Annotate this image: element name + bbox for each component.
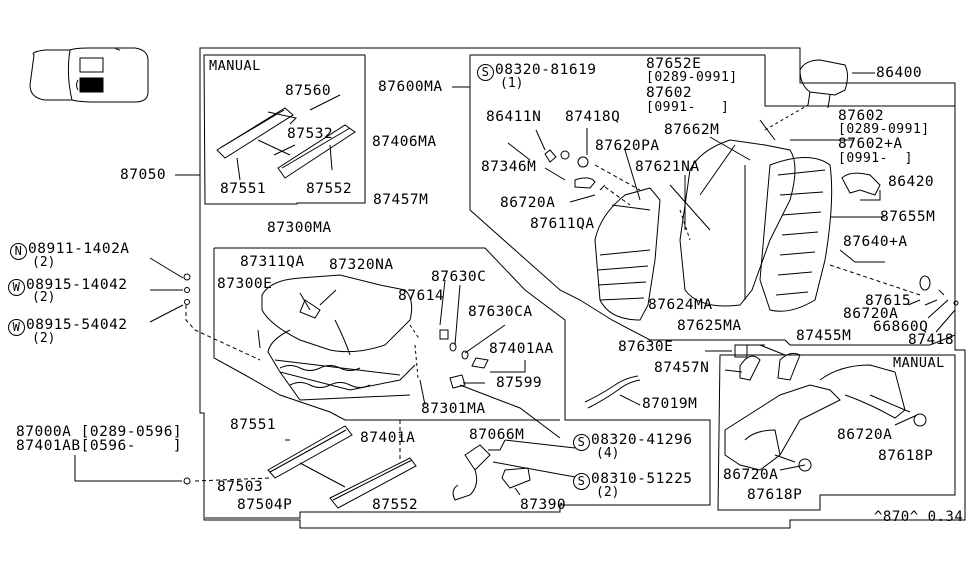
part-label-87602A[interactable]: 87602+A bbox=[838, 136, 903, 152]
washer-prefix-icon: W bbox=[8, 279, 25, 296]
part-label-87602-right[interactable]: 87602 bbox=[838, 108, 885, 124]
part-label-87655M[interactable]: 87655M bbox=[880, 209, 936, 225]
diagram-reference-code: ^870^ 0.34 bbox=[874, 509, 964, 525]
car-location-icon bbox=[29, 47, 149, 103]
part-label-86420[interactable]: 86420 bbox=[888, 174, 935, 190]
main-frame bbox=[199, 47, 966, 529]
part-label-87000A[interactable]: 87000A [0289-0596] bbox=[16, 424, 183, 440]
part-label-87401AB[interactable]: 87401AB[0596- ] bbox=[16, 438, 183, 454]
part-label-87019M[interactable]: 87019M bbox=[642, 396, 698, 412]
part-label-87401A[interactable]: 87401A bbox=[360, 430, 416, 446]
part-label-87346M[interactable]: 87346M bbox=[481, 159, 537, 175]
bottom-cushion-drawing bbox=[724, 364, 927, 472]
part-label-86720A-manual-left[interactable]: 86720A bbox=[723, 467, 779, 483]
part-label-87311QA[interactable]: 87311QA bbox=[240, 254, 305, 270]
part-label-66860Q[interactable]: 66860Q bbox=[873, 319, 929, 335]
part-range-87602-left: [0991- ] bbox=[646, 100, 730, 115]
part-label-87300MA[interactable]: 87300MA bbox=[267, 220, 332, 236]
part-label-87618P-manual-left[interactable]: 87618P bbox=[747, 487, 803, 503]
part-label-87620PA[interactable]: 87620PA bbox=[595, 138, 660, 154]
part-label-87300E[interactable]: 87300E bbox=[217, 276, 273, 292]
part-label-87615[interactable]: 87615 bbox=[865, 293, 912, 309]
part-label-87630CA[interactable]: 87630CA bbox=[468, 304, 533, 320]
part-label-87457M[interactable]: 87457M bbox=[373, 192, 429, 208]
part-label-87630C[interactable]: 87630C bbox=[431, 269, 487, 285]
fastener-qty: (2) bbox=[32, 290, 56, 305]
part-label-87625MA[interactable]: 87625MA bbox=[677, 318, 742, 334]
part-label-87551-bottom[interactable]: 87551 bbox=[230, 417, 277, 433]
manual-section-label-top: MANUAL bbox=[209, 58, 261, 74]
screw-prefix-icon: S bbox=[573, 473, 590, 490]
seat-back-drawing bbox=[594, 59, 881, 321]
washer-prefix-icon: W bbox=[8, 319, 25, 336]
part-label-87401AA[interactable]: 87401AA bbox=[489, 341, 554, 357]
part-label-87662M[interactable]: 87662M bbox=[664, 122, 720, 138]
part-label-87390[interactable]: 87390 bbox=[520, 497, 567, 513]
seat-cushion-drawing bbox=[261, 274, 416, 401]
part-label-87621NA[interactable]: 87621NA bbox=[635, 159, 700, 175]
part-label-86720A-right[interactable]: 86720A bbox=[843, 306, 899, 322]
nut-prefix-icon: N bbox=[10, 243, 27, 260]
part-label-86400[interactable]: 86400 bbox=[876, 65, 923, 81]
fastener-qty: (2) bbox=[32, 255, 56, 270]
part-label-87611QA[interactable]: 87611QA bbox=[530, 216, 595, 232]
part-label-87560[interactable]: 87560 bbox=[285, 83, 332, 99]
seat-rail-drawing-bottom bbox=[267, 425, 417, 509]
part-label-87600MA[interactable]: 87600MA bbox=[378, 79, 443, 95]
part-label-87599[interactable]: 87599 bbox=[496, 375, 543, 391]
part-range-87602A: [0991- ] bbox=[838, 151, 913, 166]
part-label-87301MA[interactable]: 87301MA bbox=[421, 401, 486, 417]
part-label-87551-top[interactable]: 87551 bbox=[220, 181, 267, 197]
part-label-87418Q[interactable]: 87418Q bbox=[565, 109, 621, 125]
part-label-87552-bottom[interactable]: 87552 bbox=[372, 497, 419, 513]
part-label-87614[interactable]: 87614 bbox=[398, 288, 445, 304]
part-label-87066M[interactable]: 87066M bbox=[469, 427, 525, 443]
part-label-87640A[interactable]: 87640+A bbox=[843, 234, 908, 250]
manual-inset-top bbox=[203, 54, 366, 205]
part-label-87050[interactable]: 87050 bbox=[120, 167, 167, 183]
part-label-87457N[interactable]: 87457N bbox=[654, 360, 710, 376]
part-label-87618P-manual-right[interactable]: 87618P bbox=[878, 448, 934, 464]
part-label-87406MA[interactable]: 87406MA bbox=[372, 134, 437, 150]
cushion-frame bbox=[205, 247, 711, 519]
part-label-87532[interactable]: 87532 bbox=[287, 126, 334, 142]
part-label-87652E[interactable]: 87652E bbox=[646, 56, 702, 72]
part-label-87320NA[interactable]: 87320NA bbox=[329, 257, 394, 273]
part-label-87418[interactable]: 87418 bbox=[908, 332, 955, 348]
seat-rail-drawing-top bbox=[216, 94, 356, 181]
part-range-87652E: [0289-0991] bbox=[646, 70, 738, 85]
part-label-87552-top[interactable]: 87552 bbox=[306, 181, 353, 197]
screw-prefix-icon: S bbox=[573, 434, 590, 451]
fastener-qty: (1) bbox=[500, 76, 524, 91]
part-label-87630E[interactable]: 87630E bbox=[618, 339, 674, 355]
manual-inset-bottom bbox=[717, 354, 956, 511]
fastener-qty: (2) bbox=[32, 331, 56, 346]
part-label-86411N[interactable]: 86411N bbox=[486, 109, 542, 125]
part-label-87455M[interactable]: 87455M bbox=[796, 328, 852, 344]
manual-section-label-bottom: MANUAL bbox=[893, 355, 945, 371]
part-label-86720A-upper[interactable]: 86720A bbox=[500, 195, 556, 211]
part-range-87602-right: [0289-0991] bbox=[838, 122, 930, 137]
part-label-87624MA[interactable]: 87624MA bbox=[648, 297, 713, 313]
part-label-87602-left[interactable]: 87602 bbox=[646, 85, 693, 101]
part-label-87504P[interactable]: 87504P bbox=[237, 497, 293, 513]
part-label-87503[interactable]: 87503 bbox=[217, 479, 264, 495]
screw-prefix-icon: S bbox=[477, 64, 494, 81]
fastener-qty: (2) bbox=[596, 485, 620, 500]
part-label-86720A-manual-right[interactable]: 86720A bbox=[837, 427, 893, 443]
fastener-qty: (4) bbox=[596, 446, 620, 461]
